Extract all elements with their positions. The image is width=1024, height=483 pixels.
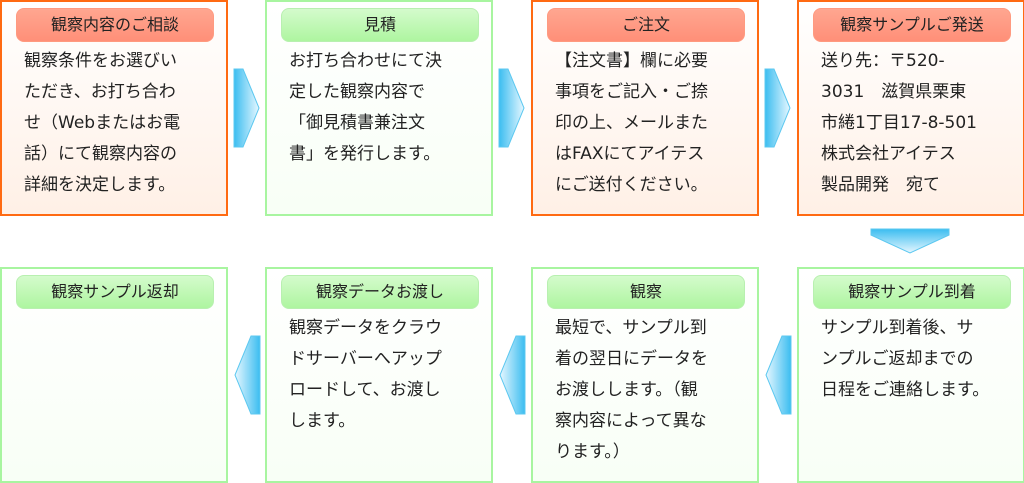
step-description: お打ち合わせにて決定した観察内容で「御見積書兼注文書」を発行します。 [289,46,442,170]
step-box: 観察最短で、サンプル到着の翌日にデータをお渡しします。（観察内容によって異なりま… [531,267,759,483]
description-line: お打ち合わせにて決 [289,51,442,71]
description-line: ンプルご返却までの [821,349,974,369]
step-box: 観察内容のご相談観察条件をお選びいただき、お打ち合わせ（Webまたはお電話）にて… [0,0,228,216]
arrow-left-icon [499,335,526,415]
step-title: 観察サンプル到着 [813,275,1011,309]
description-line: にご送付ください。 [555,175,708,195]
description-line: 印の上、メールまた [555,113,708,133]
description-line: 製品開発 宛て [821,175,940,195]
description-line: 3031 滋賀県栗東 [821,82,967,102]
description-line: 市綣1丁目17-8-501 [821,113,977,133]
step-box: 観察サンプルご発送送り先：〒520- 3031 滋賀県栗東市綣1丁目17-8-50… [797,0,1024,216]
description-line: 日程をご連絡します。 [821,380,990,400]
description-line: 話）にて観察内容の [24,144,177,164]
arrow-right-icon [498,68,525,148]
description-line: はFAXにてアイテス [555,144,705,164]
arrow-right-icon [764,68,791,148]
step-description: 観察データをクラウドサーバーへアップロードして、お渡しします。 [289,313,442,437]
description-line: 定した観察内容で [289,82,425,102]
description-line: ただき、お打ち合わ [24,82,176,102]
step-box: 観察データお渡し観察データをクラウドサーバーへアップロードして、お渡しします。 [265,267,493,483]
step-description: 【注文書】欄に必要事項をご記入・ご捺印の上、メールまたはFAXにてアイテスにご送… [555,46,708,201]
step-description: 観察条件をお選びいただき、お打ち合わせ（Webまたはお電話）にて観察内容の詳細を… [24,46,180,201]
description-line: 着の翌日にデータを [555,349,708,369]
step-box: 観察サンプル返却 [0,267,228,483]
description-line: ロードして、お渡し [289,380,441,400]
description-line: 詳細を決定します。 [24,175,176,195]
description-line: 株式会社アイテス [821,144,956,164]
description-line: 「御見積書兼注文 [289,113,425,133]
step-box: 見積お打ち合わせにて決定した観察内容で「御見積書兼注文書」を発行します。 [265,0,493,216]
description-line: 察内容によって異な [555,411,707,431]
description-line: 【注文書】欄に必要 [555,51,708,71]
arrow-left-icon [765,335,792,415]
description-line: ります。） [555,442,630,462]
arrow-right-icon [233,68,260,148]
description-line: 観察データをクラウ [289,318,442,338]
step-title: 見積 [281,8,479,42]
description-line: 最短で、サンプル到 [555,318,707,338]
description-line: お渡しします。（観 [555,380,698,400]
description-line: 観察条件をお選びい [24,51,177,71]
step-title: 観察内容のご相談 [16,8,214,42]
description-line: 書」を発行します。 [289,144,441,164]
description-line: 送り先：〒520- [821,51,945,71]
step-box: ご注文【注文書】欄に必要事項をご記入・ご捺印の上、メールまたはFAXにてアイテス… [531,0,759,216]
step-description: 送り先：〒520- 3031 滋賀県栗東市綣1丁目17-8-501 株式会社アイテス… [821,46,977,201]
step-title: 観察データお渡し [281,275,479,309]
description-line: せ（Webまたはお電 [24,113,181,133]
step-description: 最短で、サンプル到着の翌日にデータをお渡しします。（観察内容によって異なります。… [555,313,708,468]
step-description: サンプル到着後、サンプルご返却までの日程をご連絡します。 [821,313,989,406]
step-title: ご注文 [547,8,745,42]
description-line: サンプル到着後、サ [821,318,974,338]
arrow-left-icon [234,335,261,415]
step-title: 観察 [547,275,745,309]
step-box: 観察サンプル到着サンプル到着後、サンプルご返却までの日程をご連絡します。 [797,267,1024,483]
arrow-down-icon [870,228,950,254]
description-line: ドサーバーへアップ [289,349,442,369]
description-line: 事項をご記入・ご捺 [555,82,708,102]
description-line: します。 [289,411,356,431]
step-title: 観察サンプルご発送 [813,8,1011,42]
step-title: 観察サンプル返却 [16,275,214,309]
